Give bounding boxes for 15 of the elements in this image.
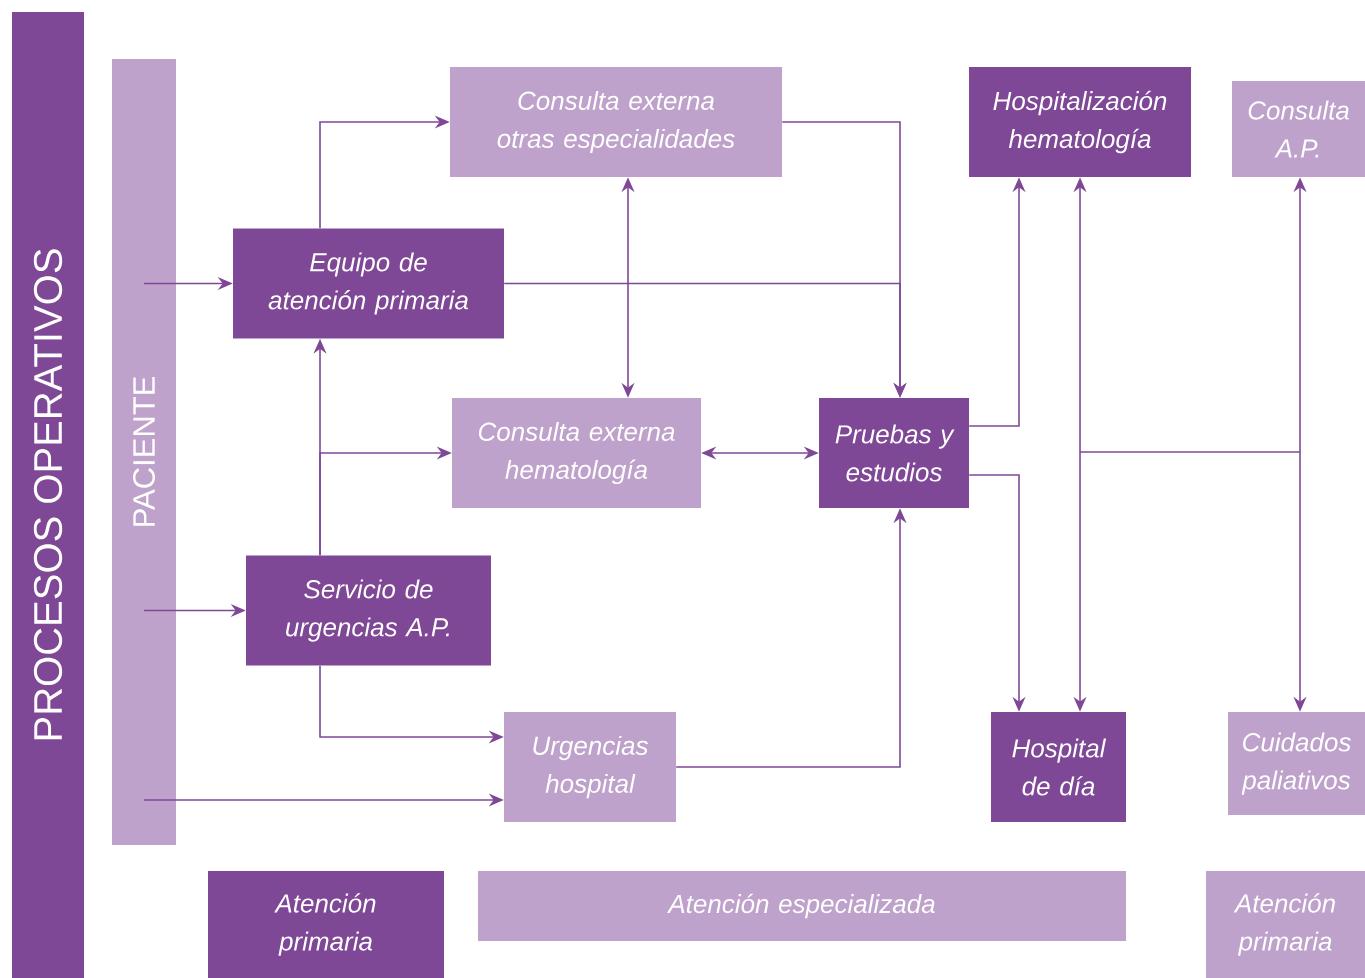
process-box: Atención primaria <box>1206 871 1365 978</box>
process-box: Hospitalización hematología <box>969 67 1191 177</box>
process-box: Consulta A.P. <box>1232 81 1365 177</box>
process-box: Atención primaria <box>208 871 444 978</box>
process-box: Servicio de urgencias A.P. <box>246 555 491 666</box>
side-band: PROCESOS OPERATIVOS <box>12 12 84 978</box>
process-box: Atención especializada <box>478 871 1126 941</box>
process-box: Equipo de atención primaria <box>233 228 504 339</box>
process-box: Urgencias hospital <box>504 712 676 822</box>
process-box: Consulta externa hematología <box>452 398 701 508</box>
side-band: PACIENTE <box>112 59 176 845</box>
process-box: Hospital de día <box>991 712 1126 822</box>
process-box: Pruebas y estudios <box>819 398 969 508</box>
process-box: Cuidados paliativos <box>1228 712 1365 815</box>
process-box: Consulta externa otras especialidades <box>450 67 782 177</box>
